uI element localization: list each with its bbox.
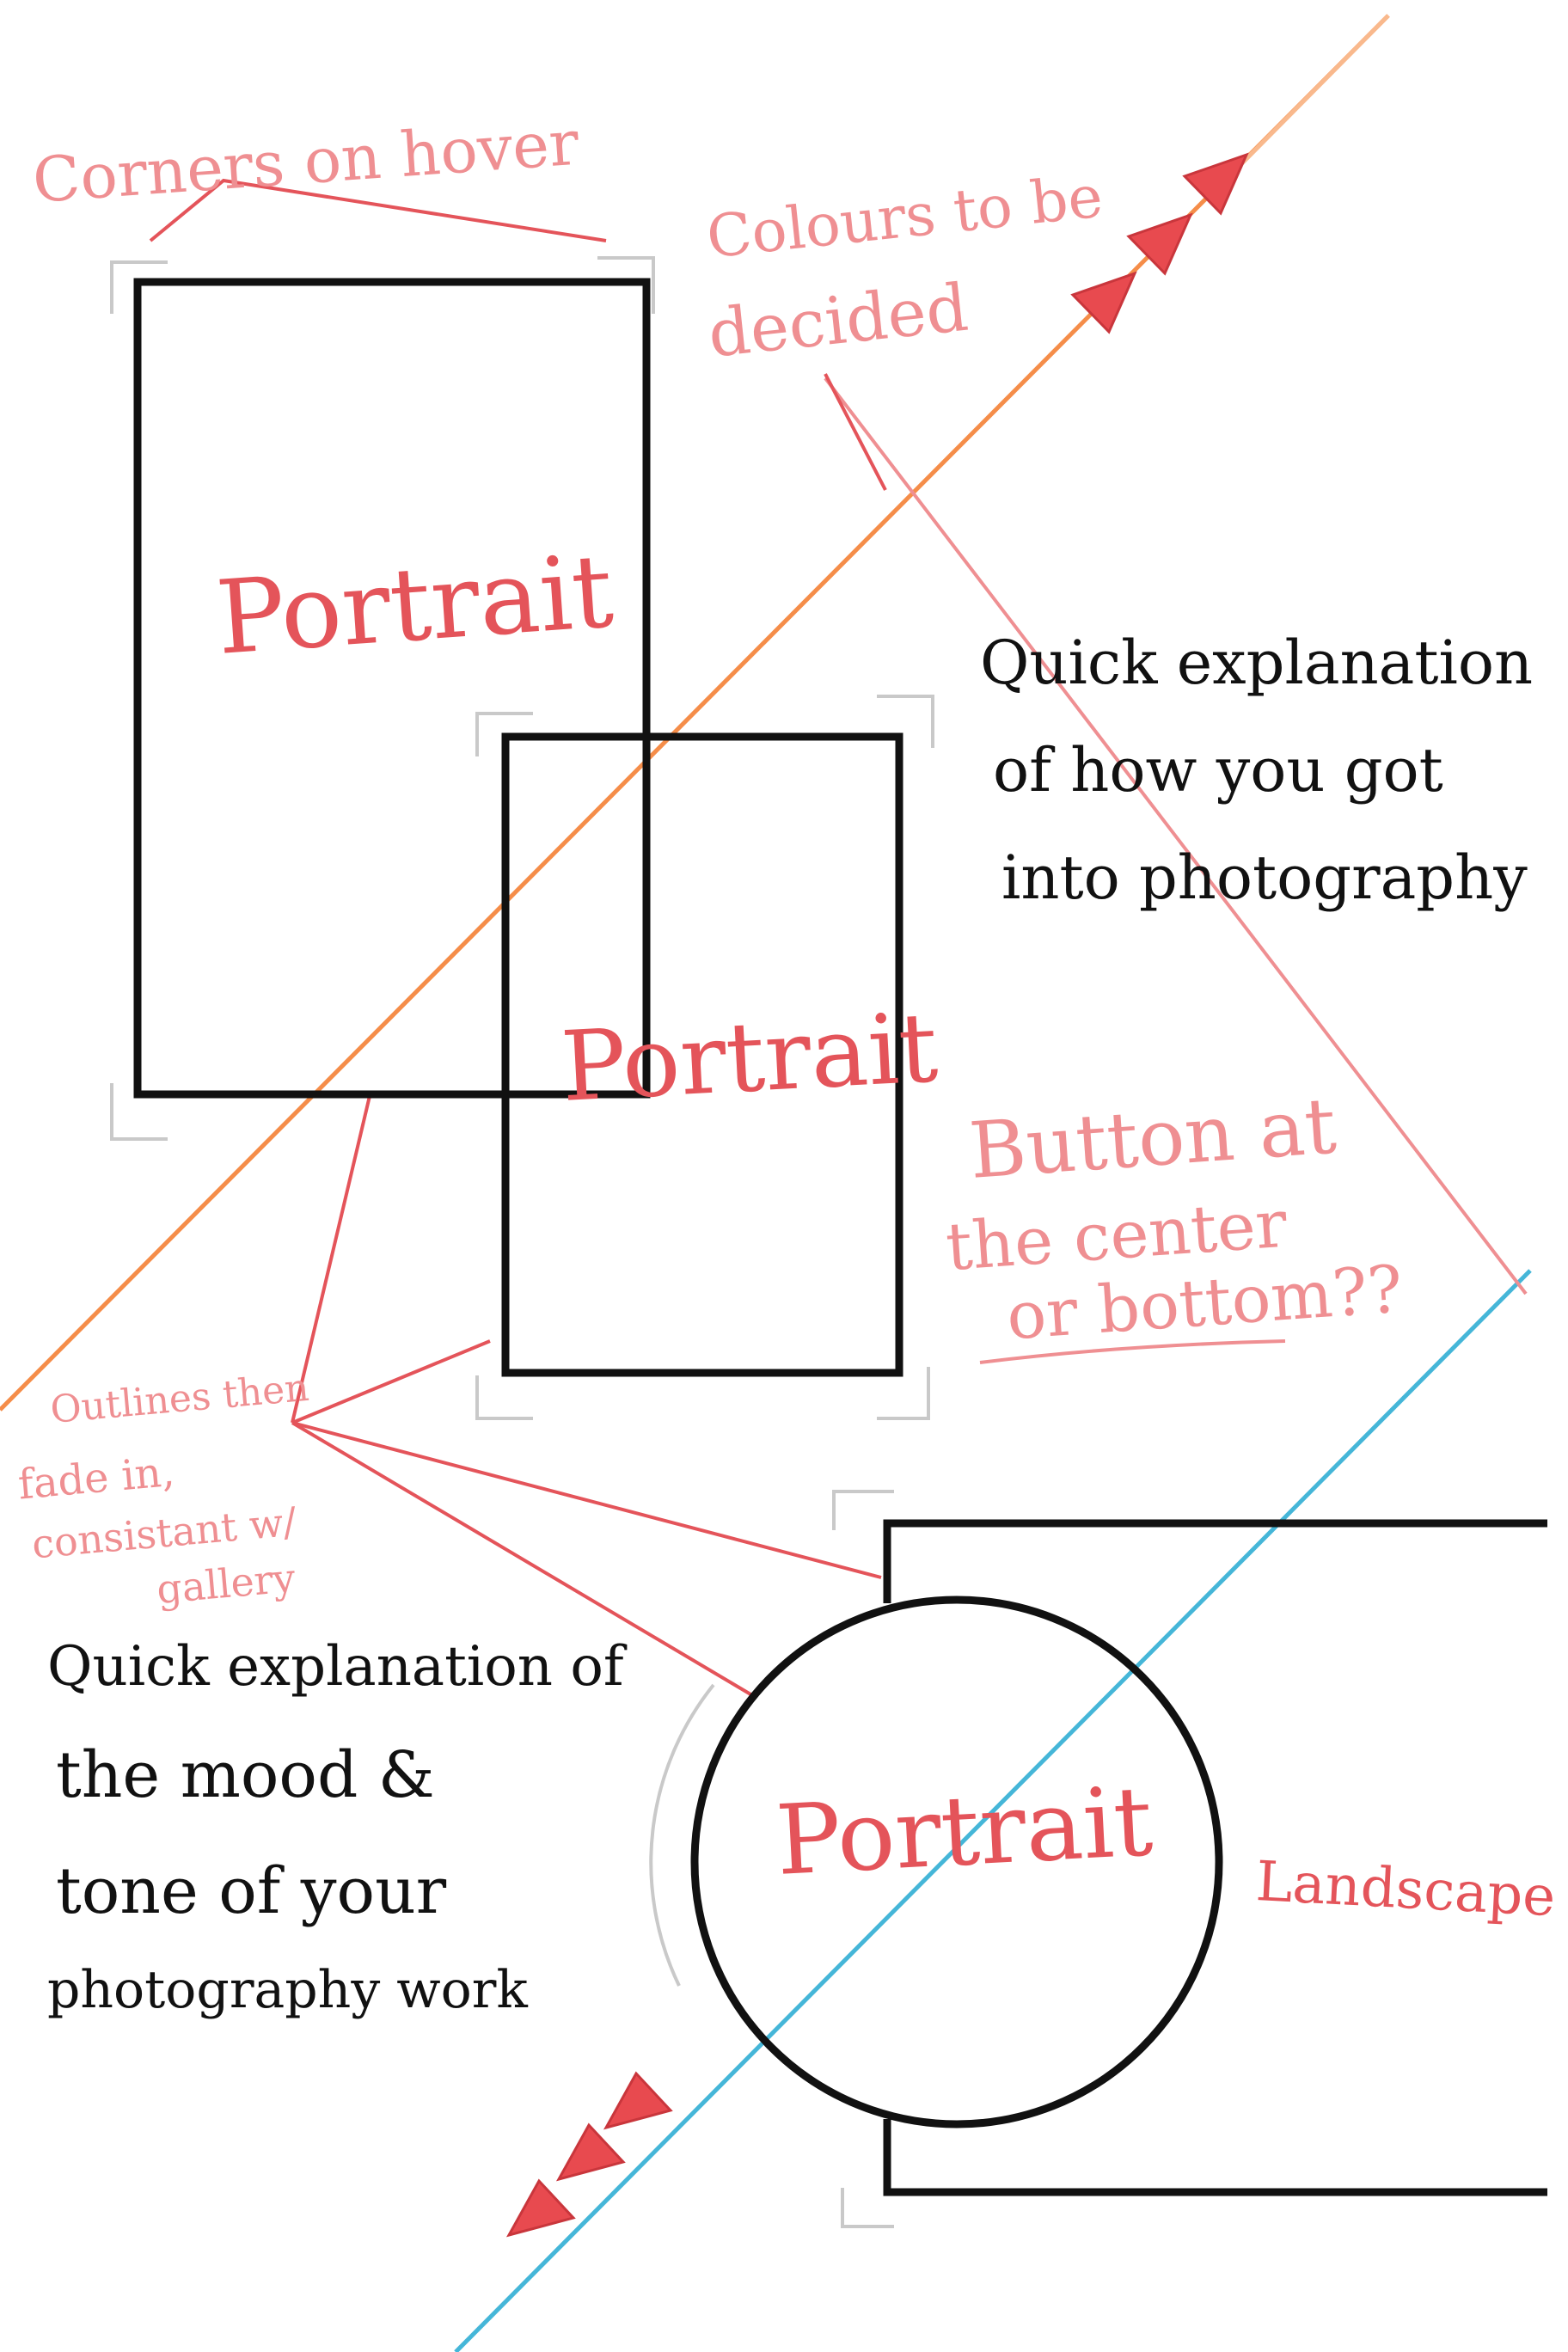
arrow-down-icon	[555, 2122, 626, 2182]
landscape-label: Landscape	[1254, 1850, 1557, 1929]
arrowheads	[505, 152, 1249, 2238]
colours-note-line-2: decided	[705, 269, 971, 372]
about-note-line-1: Quick explanation	[980, 628, 1533, 698]
button-note-line-1: Button at	[966, 1081, 1338, 1197]
portrait-1-label: Portrait	[212, 531, 616, 677]
button-note: Button at the center or bottom??	[943, 1081, 1405, 1354]
mood-note-line-1: Quick explanation of	[47, 1635, 628, 1699]
arrow-up-icon	[1126, 212, 1193, 276]
arrow-up-icon	[1182, 152, 1249, 216]
arrow-down-icon	[603, 2071, 673, 2130]
corner-mark	[841, 2188, 894, 2228]
portrait-2-label: Portrait	[559, 992, 940, 1124]
outlines-note-line-4: gallery	[155, 1554, 297, 1613]
colours-note-line-1: Colours to be	[703, 163, 1106, 273]
corner-mark	[877, 695, 934, 748]
colours-pointer-line	[824, 373, 887, 491]
colours-note: Colours to be decided	[703, 163, 1106, 372]
corner-mark	[475, 1375, 533, 1420]
outlines-note: Outlines then fade in, consistant w/ gal…	[16, 1366, 311, 1613]
portrait-frame-1[interactable]	[133, 278, 651, 1099]
about-note: Quick explanation of how you got into ph…	[980, 628, 1533, 913]
outlines-pointer-line-3	[291, 1421, 882, 1579]
about-note-line-3: into photography	[1001, 842, 1528, 913]
outlines-pointer-line-1	[291, 1095, 371, 1424]
corner-mark	[110, 260, 168, 314]
landscape-frame[interactable]	[883, 1519, 1547, 2196]
blue-diagonal-line	[454, 1269, 1532, 2352]
corner-mark	[110, 1083, 168, 1141]
corners-on-hover-note: Corners on hover	[30, 107, 581, 217]
mood-note-line-3: tone of your	[56, 1854, 447, 1928]
about-note-line-2: of how you got	[993, 735, 1443, 805]
portrait-frame-2[interactable]	[501, 732, 903, 1377]
portrait-circle-label: Portrait	[774, 1766, 1155, 1897]
outlines-note-line-1: Outlines then	[49, 1366, 311, 1432]
mood-note-line-2: the mood &	[56, 1738, 435, 1812]
corner-mark	[475, 712, 533, 756]
hover-corner-marks	[110, 256, 934, 2228]
arrow-up-icon	[1070, 271, 1137, 334]
arrow-down-icon	[505, 2178, 576, 2238]
button-underline	[979, 1339, 1286, 1364]
annotation-pointer-lines	[149, 178, 1286, 1700]
red-diagonal-line	[824, 377, 1528, 1295]
orange-diagonal-fade	[1219, 14, 1390, 187]
corner-mark	[832, 1490, 894, 1530]
mood-note: Quick explanation of the mood & tone of …	[47, 1635, 628, 2020]
mood-note-line-4: photography work	[47, 1960, 528, 2020]
corner-mark	[597, 256, 655, 314]
outlines-pointer-line-4	[291, 1421, 758, 1700]
outlines-pointer-line-2	[291, 1339, 491, 1424]
gallery-frames	[133, 278, 1547, 2196]
corner-mark	[877, 1367, 930, 1420]
corners-pointer-line	[149, 178, 607, 242]
circle-hover-arc	[649, 1683, 715, 1987]
portrait-circle-frame[interactable]	[690, 1596, 1223, 2128]
outlines-note-line-2: fade in,	[16, 1448, 176, 1510]
